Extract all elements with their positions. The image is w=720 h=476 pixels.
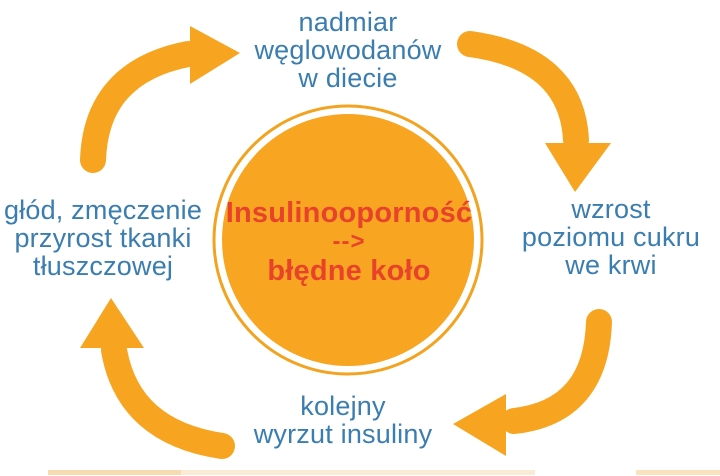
stage-left-line-3: tłuszczowej (32, 251, 174, 281)
stage-bottom-line-2: wyrzut insuliny (253, 419, 433, 449)
arrow-bottom-right (501, 309, 612, 434)
center-circle (222, 114, 474, 366)
stage-top-line-2: węglowodanów (254, 35, 442, 65)
stage-label-blood-sugar-rise: wzrost poziomu cukru we krwi (505, 195, 717, 279)
center-title: Insulinooporność (225, 197, 473, 229)
arrowhead-top-right-icon (545, 143, 611, 192)
stage-top-line-3: w diecie (298, 63, 398, 93)
stage-label-insulin-surge: kolejny wyrzut insuliny (217, 392, 469, 448)
stage-bottom-line-1: kolejny (300, 391, 386, 421)
arrow-bottom-left (101, 337, 235, 459)
stage-right-line-2: poziomu cukru (521, 222, 701, 252)
stage-left-line-2: przyrost tkanki (14, 223, 192, 253)
arrow-top-right (457, 31, 589, 153)
arrowhead-bottom-left-icon (80, 298, 144, 348)
arrow-top-left (80, 41, 201, 173)
stage-label-excess-carbs: nadmiar węglowodanów w diecie (178, 8, 518, 92)
bottom-crop-strip-left (48, 470, 181, 475)
arrowhead-bottom-right-icon (453, 394, 506, 456)
stage-top-line-1: nadmiar (298, 7, 398, 37)
center-arrow-text: --> (332, 228, 366, 255)
stage-label-hunger-fatigue: głód, zmęczenie przyrost tkanki tłuszczo… (0, 196, 208, 280)
center-circle-text: Insulinooporność --> błędne koło (221, 198, 477, 286)
stage-left-line-1: głód, zmęczenie (3, 195, 203, 225)
bottom-crop-strip-right (636, 470, 720, 475)
bottom-crop-strip-middle (181, 470, 535, 475)
arrowhead-top-left-icon (190, 26, 240, 84)
stage-right-line-1: wzrost (571, 194, 651, 224)
stage-right-line-3: we krwi (565, 250, 657, 280)
center-subtitle: błędne koło (267, 255, 431, 287)
center-circle-ring (212, 104, 484, 376)
